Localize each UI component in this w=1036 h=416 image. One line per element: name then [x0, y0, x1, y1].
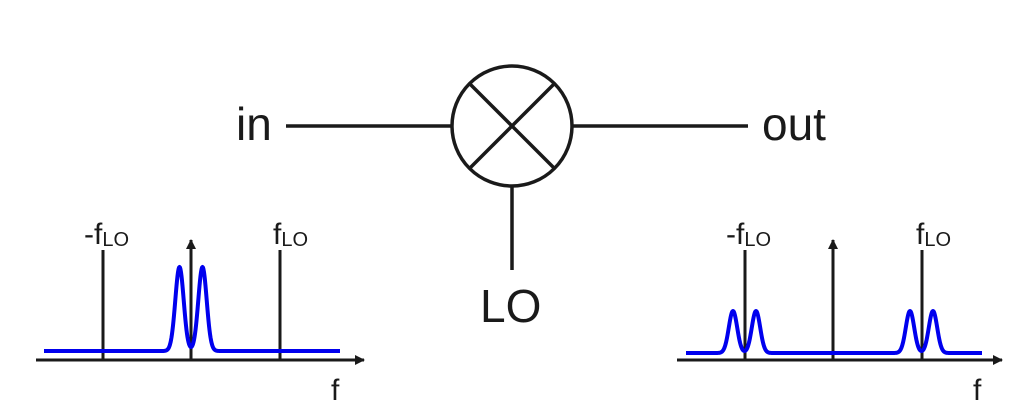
input-spectrum: -fLO fLO f [36, 218, 365, 407]
output-pos-lo-label: fLO [916, 218, 951, 251]
output-pos-lo-prefix: f [916, 218, 925, 251]
mixer-block: in out LO [236, 64, 826, 332]
mixer-cross-b [468, 82, 556, 170]
input-axis-label: f [331, 374, 340, 407]
input-label: in [236, 98, 272, 150]
input-neg-lo-sub: LO [102, 229, 129, 251]
output-signal-spectrum [684, 309, 984, 355]
output-spectrum: -fLO fLO f [677, 218, 1003, 407]
output-axis-label: f [973, 374, 982, 407]
lo-label: LO [480, 280, 541, 332]
input-signal-spectrum [42, 265, 342, 353]
input-pos-lo-label: fLO [273, 218, 308, 251]
output-label: out [762, 98, 826, 150]
input-neg-lo-label: -fLO [84, 218, 129, 251]
mixer-symbol [450, 64, 574, 188]
input-neg-lo-prefix: -f [84, 218, 103, 251]
input-pos-lo-prefix: f [273, 218, 282, 251]
output-pos-lo-sub: LO [924, 229, 951, 251]
output-neg-lo-sub: LO [744, 229, 771, 251]
output-neg-lo-prefix: -f [726, 218, 745, 251]
output-neg-lo-label: -fLO [726, 218, 771, 251]
input-pos-lo-sub: LO [281, 229, 308, 251]
